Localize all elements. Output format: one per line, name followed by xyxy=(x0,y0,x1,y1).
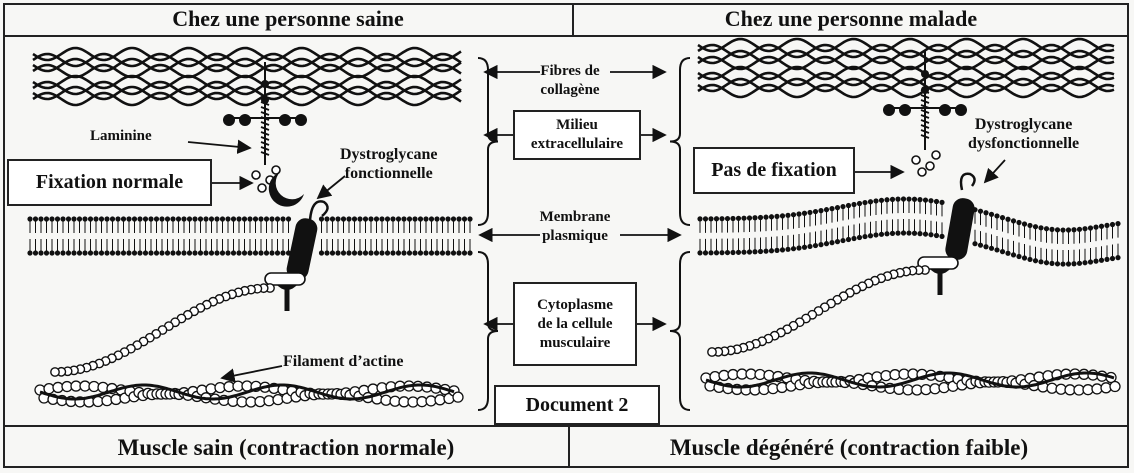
box-fixation-normale: Fixation normale xyxy=(7,159,212,206)
footer-divider xyxy=(568,425,570,468)
actin-filament-right xyxy=(700,368,1121,396)
collagen-fibers-right xyxy=(697,37,1115,99)
dystroglycan-complex-left xyxy=(50,62,329,377)
header-healthy: Chez une personne saine xyxy=(3,3,573,37)
label-laminine: Laminine xyxy=(90,128,152,144)
plasma-membrane-right xyxy=(697,196,1121,267)
header-divider xyxy=(572,3,574,37)
actin-filament-left xyxy=(34,380,464,408)
label-arrows xyxy=(187,57,1006,411)
header-sick: Chez une personne malade xyxy=(573,3,1129,37)
footer-sick: Muscle dégénéré (contraction faible) xyxy=(569,425,1129,468)
footer-healthy: Muscle sain (contraction normale) xyxy=(3,425,569,468)
dystroglycan-complex-right xyxy=(707,50,976,357)
box-pas-de-fixation: Pas de fixation xyxy=(693,147,855,194)
collagen-fibers-left xyxy=(32,46,462,107)
document-label: Document 2 xyxy=(494,385,660,425)
plasma-membrane-left xyxy=(27,216,473,256)
diagram-frame xyxy=(3,3,1129,468)
label-filament-actine: Filament d’actine xyxy=(283,353,404,370)
